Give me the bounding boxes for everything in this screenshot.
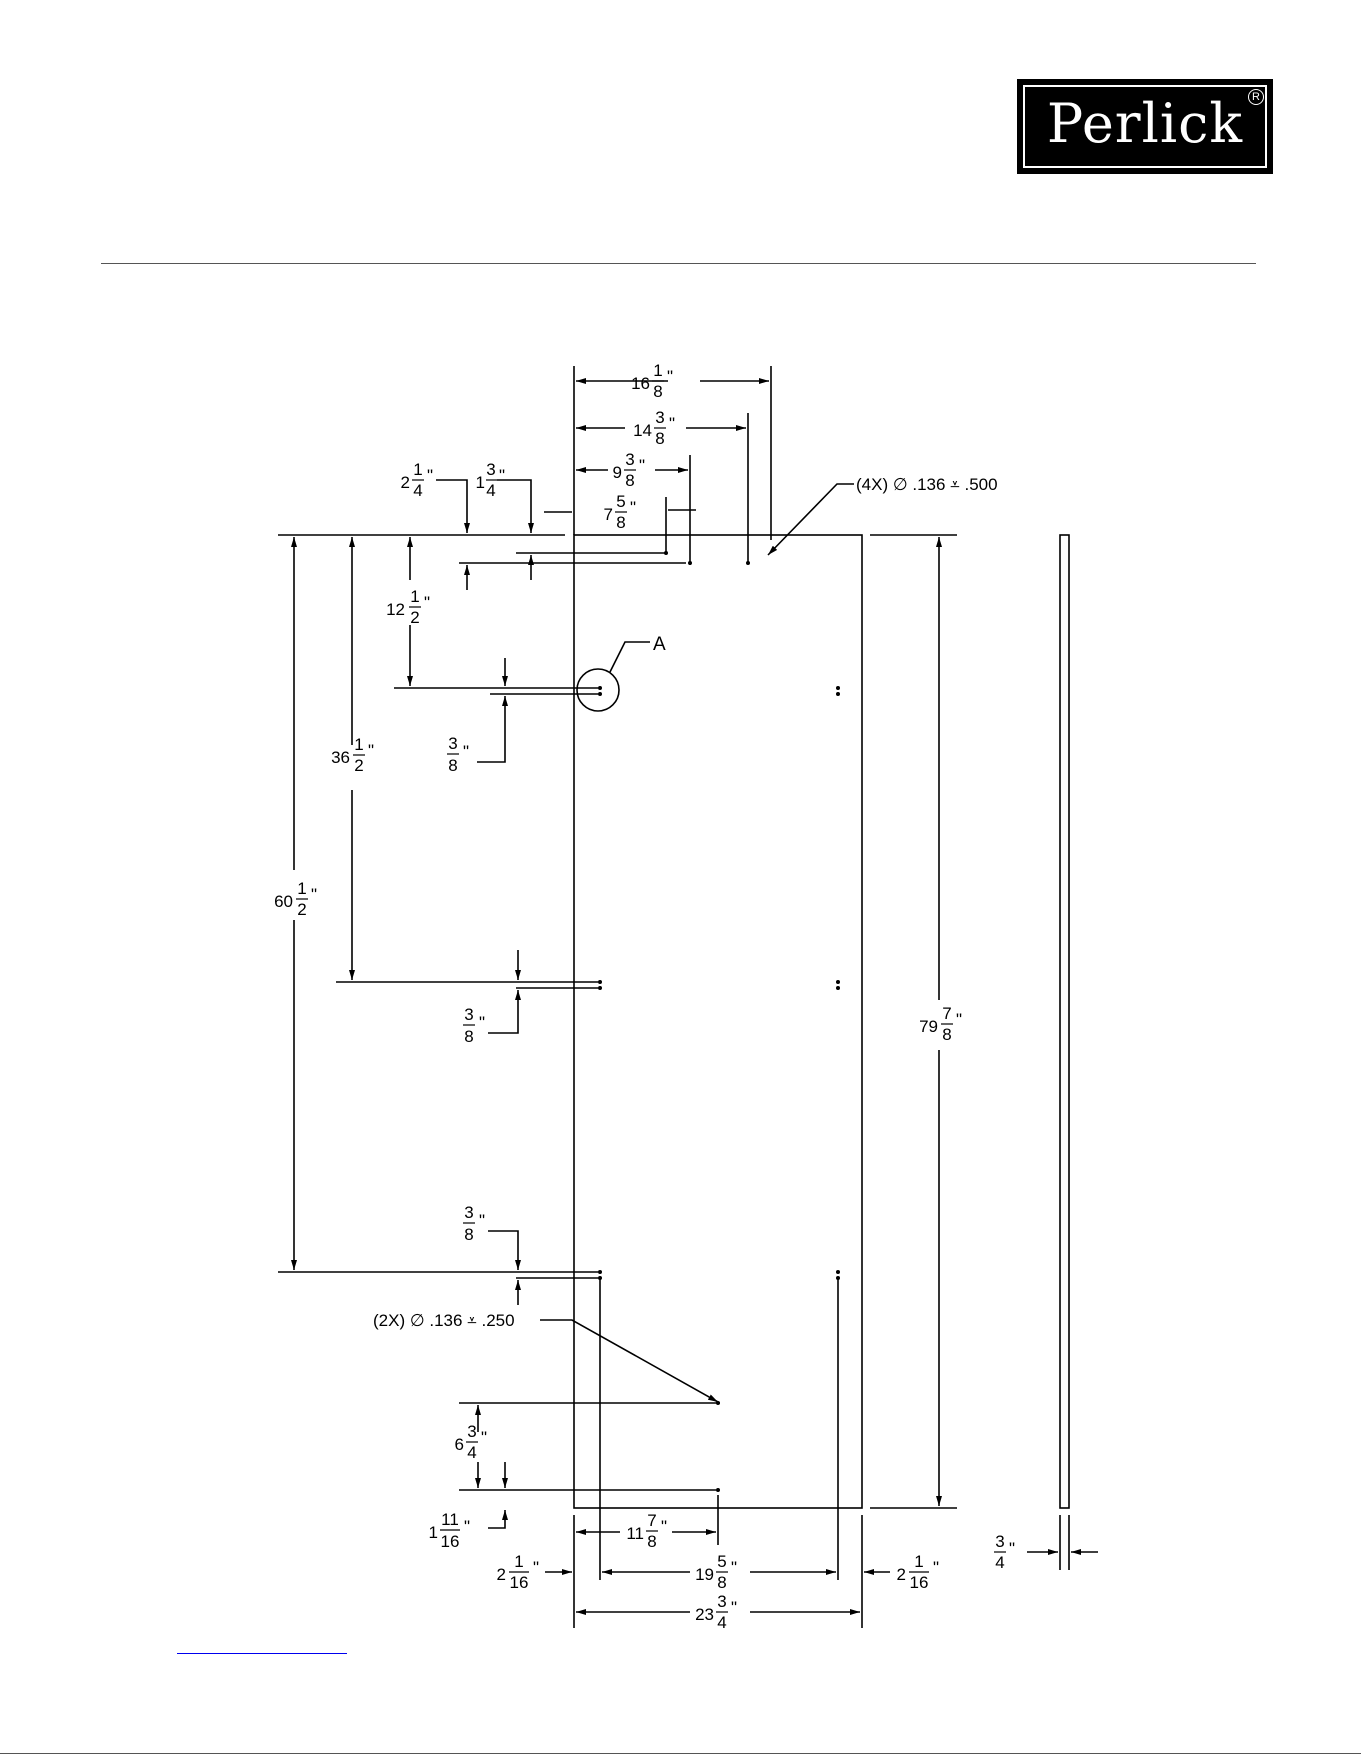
dim-12-num: 1 bbox=[410, 587, 419, 606]
dim-3-8-c-num: 3 bbox=[464, 1203, 473, 1222]
dim-36-whole: 36 bbox=[331, 748, 350, 767]
side-view-outline bbox=[1060, 535, 1069, 1508]
dim-11-den: 8 bbox=[647, 1532, 656, 1551]
dim-2-1-4-den: 4 bbox=[413, 481, 422, 500]
dim-2-1-16-left-whole: 2 bbox=[497, 1565, 506, 1584]
dim-7-den: 8 bbox=[616, 513, 625, 532]
dim-1-11-16-num: 11 bbox=[441, 1510, 459, 1529]
dim-1-11-16-whole: 1 bbox=[429, 1523, 438, 1542]
dim-3-8-b-num: 3 bbox=[464, 1005, 473, 1024]
dim-9-whole: 9 bbox=[613, 463, 622, 482]
dim-19-inch: " bbox=[731, 1558, 737, 1577]
dim-14-den: 8 bbox=[655, 429, 664, 448]
dim-3-8-c-den: 8 bbox=[464, 1225, 473, 1244]
dim-14-num: 3 bbox=[655, 408, 664, 427]
dim-3-8-a-num: 3 bbox=[448, 734, 457, 753]
dim-12-whole: 12 bbox=[386, 600, 405, 619]
dim-9-den: 8 bbox=[625, 471, 634, 490]
dim-11-num: 7 bbox=[647, 1511, 656, 1530]
dim-60-inch: " bbox=[311, 885, 317, 904]
dim-23-num: 3 bbox=[717, 1592, 726, 1611]
dim-3-8-a-inch: " bbox=[463, 742, 469, 761]
dim-1-11-16-den: 16 bbox=[441, 1532, 460, 1551]
footer-link-underline[interactable] bbox=[177, 1653, 347, 1654]
footer-divider bbox=[0, 1753, 1361, 1754]
dim-2-1-16-right-den: 16 bbox=[910, 1573, 929, 1592]
dim-3-4-den: 4 bbox=[995, 1553, 1004, 1572]
dim-1-3-4-whole: 1 bbox=[476, 473, 485, 492]
dim-2-1-16-right-num: 1 bbox=[914, 1552, 923, 1571]
dim-79-den: 8 bbox=[942, 1025, 951, 1044]
dim-3-4-num: 3 bbox=[995, 1532, 1004, 1551]
dim-16-num: 1 bbox=[653, 361, 662, 380]
dim-2-1-16-right-whole: 2 bbox=[897, 1565, 906, 1584]
dim-12-inch: " bbox=[424, 593, 430, 612]
dim-2-1-4-inch: " bbox=[427, 466, 433, 485]
callout-4x-holes: (4X) ∅ .136 ⩡ .500 bbox=[856, 475, 998, 494]
dim-14-whole: 14 bbox=[633, 421, 652, 440]
dim-11-whole: 11 bbox=[626, 1524, 644, 1543]
dim-3-8-c-inch: " bbox=[479, 1211, 485, 1230]
dim-36-den: 2 bbox=[354, 756, 363, 775]
detail-a-circle bbox=[577, 669, 619, 711]
dim-79-whole: 79 bbox=[919, 1017, 938, 1036]
dim-9-inch: " bbox=[639, 456, 645, 475]
dim-23-whole: 23 bbox=[695, 1605, 714, 1624]
dim-16-inch: " bbox=[667, 367, 673, 386]
dim-9-num: 3 bbox=[625, 450, 634, 469]
dim-16-whole: 16 bbox=[631, 374, 650, 393]
dim-6-den: 4 bbox=[467, 1443, 476, 1462]
dim-60-den: 2 bbox=[297, 900, 306, 919]
dim-6-inch: " bbox=[481, 1428, 487, 1447]
dim-19-num: 5 bbox=[717, 1552, 726, 1571]
dim-7-inch: " bbox=[630, 498, 636, 517]
dim-14-inch: " bbox=[669, 414, 675, 433]
dim-1-3-4-num: 3 bbox=[486, 460, 495, 479]
dim-6-num: 3 bbox=[467, 1422, 476, 1441]
dim-1-11-16-inch: " bbox=[464, 1517, 470, 1536]
dim-2-1-16-left-inch: " bbox=[533, 1558, 539, 1577]
dim-3-8-a-den: 8 bbox=[448, 756, 457, 775]
dim-12-den: 2 bbox=[410, 608, 419, 627]
dim-19-whole: 19 bbox=[695, 1565, 714, 1584]
dim-3-4-inch: " bbox=[1009, 1539, 1015, 1558]
dim-79-num: 7 bbox=[942, 1004, 951, 1023]
dim-60-num: 1 bbox=[297, 879, 306, 898]
dim-2-1-16-left-den: 16 bbox=[510, 1573, 529, 1592]
dim-23-inch: " bbox=[731, 1598, 737, 1617]
dim-11-inch: " bbox=[661, 1517, 667, 1536]
detail-a-label: A bbox=[653, 634, 666, 655]
dim-2-1-4-whole: 2 bbox=[401, 473, 410, 492]
dim-3-8-b-den: 8 bbox=[464, 1027, 473, 1046]
dim-19-den: 8 bbox=[717, 1573, 726, 1592]
dim-6-whole: 6 bbox=[455, 1435, 464, 1454]
dim-79-inch: " bbox=[956, 1010, 962, 1029]
dim-60-whole: 60 bbox=[274, 892, 293, 911]
dim-16-den: 8 bbox=[653, 382, 662, 401]
dim-7-whole: 7 bbox=[604, 505, 613, 524]
dim-1-3-4-den: 4 bbox=[486, 481, 495, 500]
dim-23-den: 4 bbox=[717, 1613, 726, 1632]
dim-36-num: 1 bbox=[354, 735, 363, 754]
dim-2-1-16-right-inch: " bbox=[933, 1558, 939, 1577]
dim-2-1-4-num: 1 bbox=[413, 460, 422, 479]
callout-2x-holes: (2X) ∅ .136 ⩡ .250 bbox=[373, 1311, 515, 1330]
dim-1-3-4-inch: " bbox=[499, 466, 505, 485]
dim-3-8-b-inch: " bbox=[479, 1013, 485, 1032]
dim-7-num: 5 bbox=[616, 492, 625, 511]
dim-36-inch: " bbox=[368, 741, 374, 760]
dim-2-1-16-left-num: 1 bbox=[514, 1552, 523, 1571]
